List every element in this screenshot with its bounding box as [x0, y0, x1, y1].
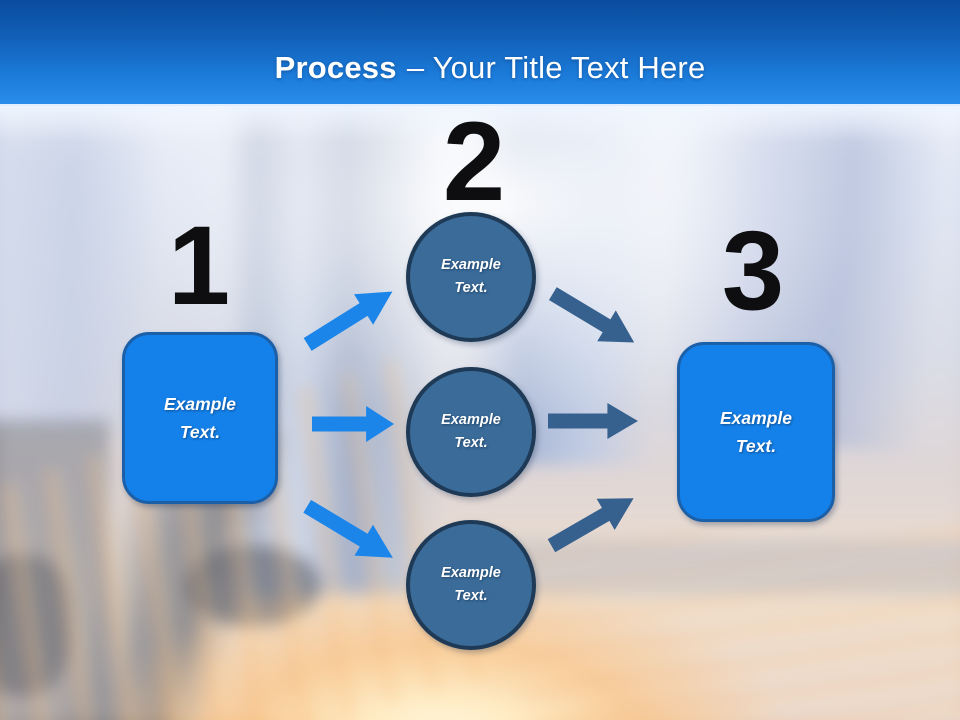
process-start-box: Example Text.: [122, 332, 278, 504]
step-number-1: 1: [167, 203, 231, 328]
circle-1-label: Example Text.: [410, 216, 532, 338]
title-bold-text: Process: [274, 50, 397, 85]
start-box-line2: Text.: [179, 422, 221, 442]
start-box-label: Example Text.: [125, 335, 275, 501]
title-regular-text: – Your Title Text Here: [406, 50, 706, 85]
circle-2-line1: Example: [441, 411, 501, 428]
dark-arrow-right-icon: [548, 401, 638, 441]
circle-2-line2: Text.: [454, 435, 488, 451]
title-bar: [0, 0, 960, 106]
step-number-2: 2: [442, 99, 506, 224]
end-box-label: Example Text.: [680, 345, 832, 519]
circle-3-line1: Example: [441, 564, 501, 581]
process-end-box: Example Text.: [677, 342, 835, 522]
circle-1-line1: Example: [441, 256, 501, 273]
circle-3-line2: Text.: [454, 588, 488, 604]
circle-3-label: Example Text.: [410, 524, 532, 646]
title-bar-fade: [0, 104, 960, 142]
dark-arrow-down-right-icon: [542, 276, 644, 359]
end-box-line2: Text.: [735, 436, 777, 456]
start-box-line1: Example: [164, 394, 236, 414]
process-circle-3: Example Text.: [406, 520, 536, 650]
circle-2-label: Example Text.: [410, 371, 532, 493]
light-arrow-right-icon: [312, 404, 394, 444]
process-circle-2: Example Text.: [406, 367, 536, 497]
light-arrow-down-right-icon: [297, 489, 403, 575]
circle-1-line2: Text.: [454, 280, 488, 296]
slide-title: Process – Your Title Text Here: [10, 50, 960, 86]
process-circle-1: Example Text.: [406, 212, 536, 342]
step-number-3: 3: [721, 208, 785, 333]
light-arrow-up-right-icon: [297, 275, 403, 362]
end-box-line1: Example: [720, 408, 792, 428]
dark-arrow-up-right-icon: [541, 481, 643, 563]
